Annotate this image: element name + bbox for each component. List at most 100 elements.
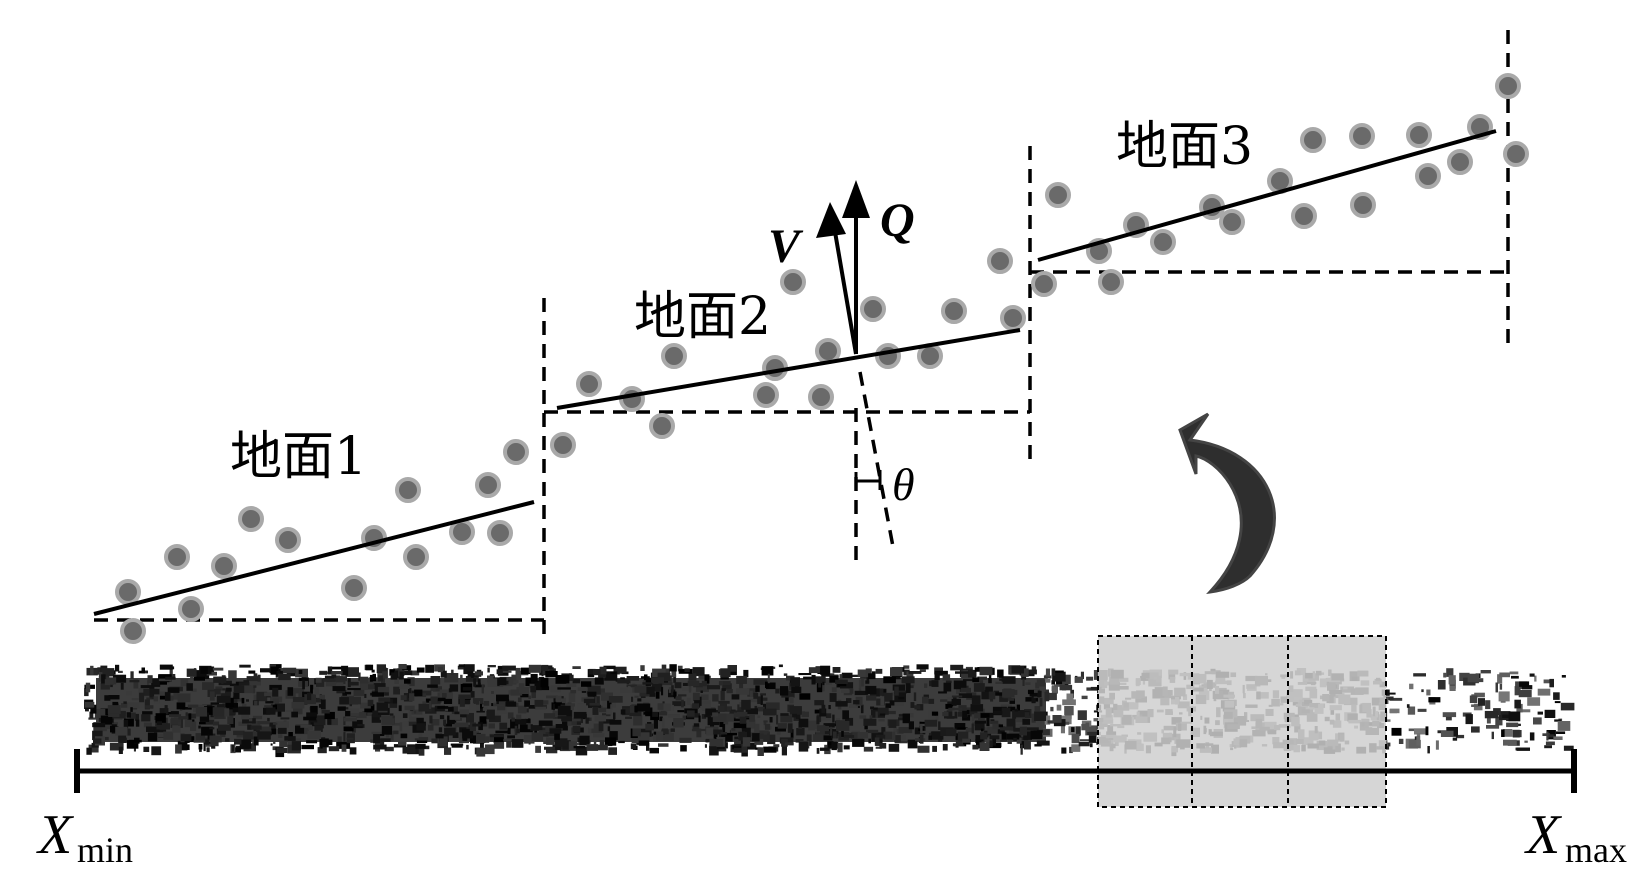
- cloud-speck: [969, 710, 978, 716]
- cloud-speck: [199, 712, 210, 722]
- cloud-speck: [186, 668, 197, 677]
- cloud-speck: [993, 711, 1003, 715]
- cloud-speck: [1503, 729, 1513, 737]
- cloud-speck: [188, 713, 192, 722]
- cloud-speck: [470, 735, 477, 744]
- cloud-speck: [781, 738, 788, 747]
- cloud-speck: [120, 682, 124, 690]
- cloud-speck: [1034, 706, 1041, 712]
- cloud-speck: [653, 718, 658, 729]
- cloud-speck: [1074, 676, 1083, 683]
- cloud-speck: [583, 698, 595, 706]
- cloud-speck: [692, 703, 699, 709]
- cloud-speck: [129, 712, 136, 719]
- cloud-speck: [694, 696, 702, 706]
- cloud-speck: [1435, 740, 1439, 750]
- cloud-speck: [387, 698, 393, 704]
- cloud-speck: [1025, 669, 1037, 675]
- cloud-speck: [524, 700, 530, 707]
- cloud-speck: [942, 744, 948, 751]
- cloud-speck: [1020, 712, 1030, 719]
- cloud-speck: [806, 734, 812, 742]
- segment-boundaries: [94, 30, 1510, 642]
- cloud-speck: [722, 683, 732, 690]
- cloud-speck: [327, 666, 333, 675]
- cloud-speck: [320, 699, 326, 710]
- cloud-speck: [955, 671, 969, 674]
- cloud-speck: [1389, 697, 1403, 701]
- cloud-speck: [1071, 744, 1081, 752]
- cloud-speck: [1524, 740, 1528, 743]
- cloud-speck: [139, 692, 145, 703]
- cloud-speck: [966, 709, 970, 715]
- cloud-speck: [274, 703, 285, 712]
- cloud-speck: [599, 705, 607, 713]
- cloud-speck: [180, 679, 189, 687]
- theta-label: θ: [892, 459, 915, 510]
- cloud-speck: [1022, 678, 1025, 686]
- cloud-speck: [459, 709, 469, 715]
- cloud-speck: [430, 686, 436, 692]
- cloud-speck: [372, 710, 382, 718]
- cloud-speck: [883, 676, 896, 684]
- cloud-speck: [913, 692, 917, 701]
- cloud-speck: [932, 745, 937, 752]
- cloud-speck: [234, 738, 242, 745]
- cloud-speck: [730, 729, 741, 733]
- cloud-speck: [145, 705, 154, 709]
- cloud-speck: [331, 666, 342, 670]
- cloud-speck: [931, 680, 939, 687]
- cloud-speck: [270, 704, 277, 710]
- cloud-speck: [367, 712, 374, 716]
- cloud-speck: [515, 718, 527, 725]
- cloud-speck: [1474, 692, 1485, 698]
- cloud-speck: [279, 740, 288, 747]
- cloud-speck: [1445, 716, 1452, 721]
- cloud-speck: [421, 690, 432, 696]
- cloud-speck: [561, 673, 572, 676]
- cloud-speck: [198, 725, 201, 729]
- cloud-speck: [1497, 674, 1503, 684]
- cloud-speck: [720, 732, 728, 735]
- cloud-speck: [1001, 707, 1011, 718]
- cloud-speck: [444, 673, 459, 683]
- cloud-speck: [314, 687, 319, 695]
- cloud-speck: [890, 667, 903, 677]
- cloud-speck: [718, 700, 730, 704]
- cloud-speck: [613, 712, 616, 720]
- cloud-speck: [668, 687, 671, 693]
- cloud-speck: [719, 722, 724, 727]
- cloud-speck: [213, 676, 227, 683]
- cloud-speck: [609, 731, 618, 741]
- cloud-speck: [183, 707, 192, 710]
- cloud-speck: [1022, 718, 1031, 725]
- cloud-speck: [1542, 733, 1551, 736]
- cloud-speck: [603, 719, 615, 724]
- cloud-speck: [865, 668, 872, 678]
- cloud-speck: [352, 727, 356, 733]
- cloud-speck: [673, 718, 684, 728]
- cloud-speck: [298, 670, 303, 674]
- cloud-speck: [928, 731, 933, 736]
- cloud-speck: [652, 711, 659, 717]
- point: [808, 384, 834, 410]
- cloud-speck: [474, 671, 483, 676]
- cloud-speck: [384, 746, 394, 752]
- cloud-speck: [596, 696, 600, 706]
- cloud-speck: [316, 678, 325, 687]
- cloud-speck: [1043, 675, 1052, 679]
- cloud-speck: [1011, 665, 1024, 674]
- cloud-speck: [781, 746, 787, 756]
- cloud-speck: [1391, 727, 1402, 736]
- cloud-speck: [469, 722, 476, 732]
- cloud-speck: [324, 675, 334, 679]
- cloud-speck: [729, 710, 744, 714]
- cloud-speck: [517, 697, 522, 702]
- cloud-speck: [952, 743, 965, 747]
- cloud-speck: [924, 719, 938, 727]
- cloud-speck: [88, 717, 102, 720]
- cloud-speck: [252, 684, 256, 694]
- point: [1031, 271, 1057, 297]
- cloud-speck: [661, 664, 667, 672]
